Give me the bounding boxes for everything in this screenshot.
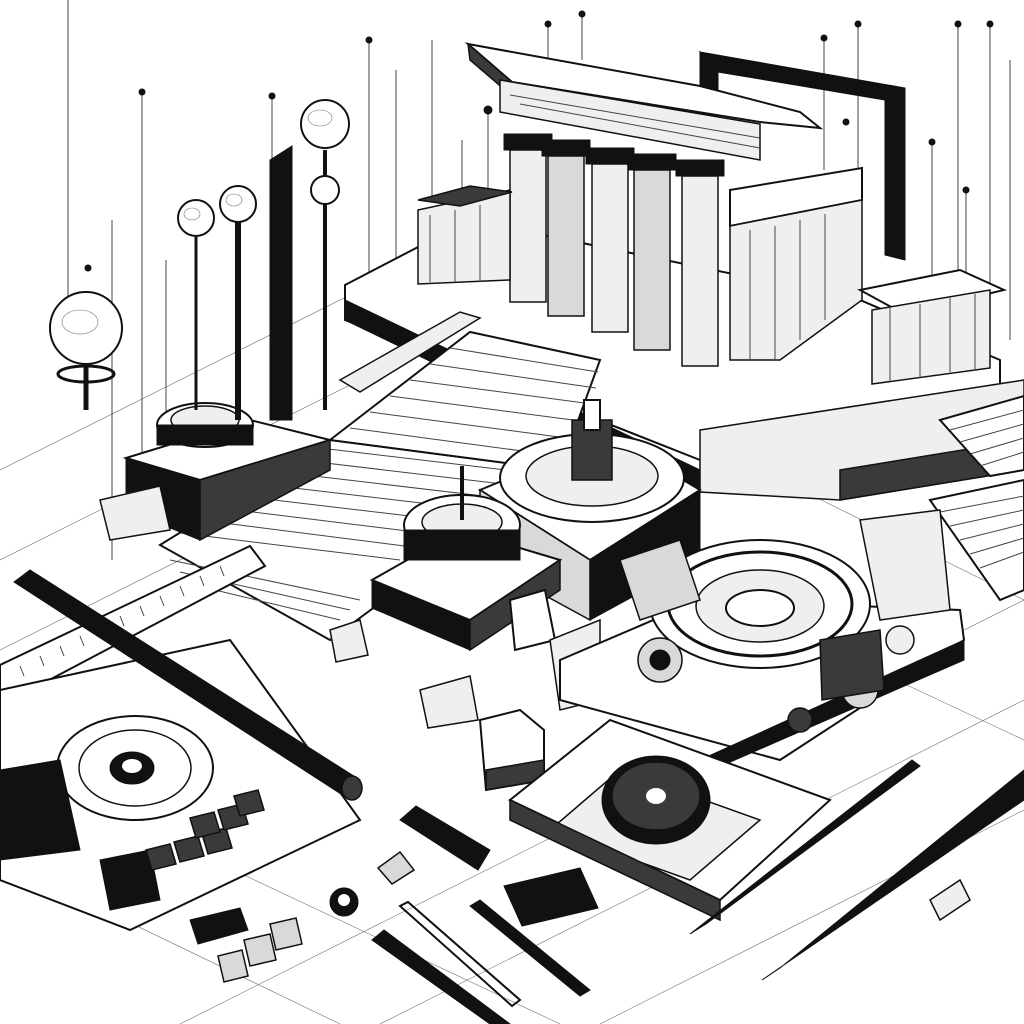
temple-columns: [503, 133, 725, 367]
desk-tools: [189, 759, 1024, 1024]
globe-lamps: [49, 99, 350, 421]
keypad-keys: [145, 789, 265, 871]
ruler: [0, 544, 267, 708]
temple: [417, 42, 1008, 385]
disc-plinth: [508, 718, 832, 922]
marker: [13, 569, 363, 801]
bottom-cubes: [217, 917, 303, 983]
left-pedestal: [99, 402, 334, 542]
machinery: [559, 509, 966, 771]
fountains: [369, 399, 702, 652]
dial-panel: [0, 638, 362, 932]
